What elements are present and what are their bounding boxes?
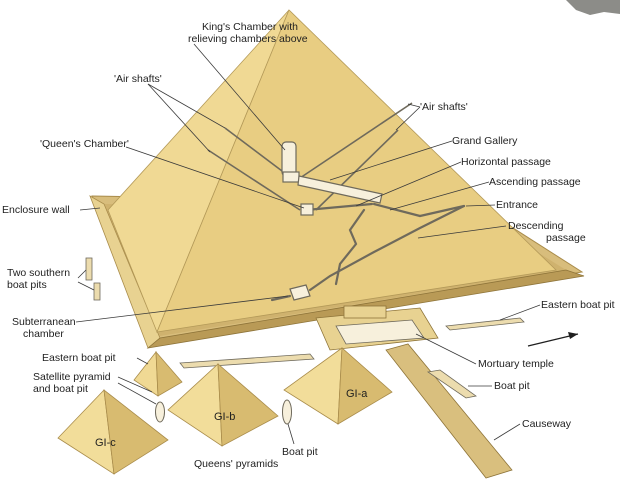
causeway-label: Causeway xyxy=(522,418,572,430)
air-shafts-right-label: 'Air shafts' xyxy=(420,101,468,113)
temple-entrance-block xyxy=(343,305,387,319)
subterranean-chamber-label-line2: chamber xyxy=(23,328,64,340)
horizontal-passage xyxy=(304,202,374,212)
satellite-pyramid xyxy=(133,350,183,397)
southern-boat-pit-2 xyxy=(93,282,101,301)
eastern-boat-pit-right xyxy=(445,317,525,331)
air-shaft-right-lower xyxy=(315,129,399,211)
southern-boat-pits xyxy=(85,257,101,301)
boat-pit-bottom-label: Boat pit xyxy=(282,446,318,458)
air-shafts-left-label: 'Air shafts' xyxy=(114,73,162,85)
kings-chamber xyxy=(282,171,300,183)
causeway-boat-pit xyxy=(426,369,477,399)
eastern-boat-pit-left-label: Eastern boat pit xyxy=(42,352,116,364)
gi-b-label: GI-b xyxy=(214,411,235,423)
satellite-pyramid-label-line2: and boat pit xyxy=(33,383,88,395)
entrance-label: Entrance xyxy=(496,199,538,211)
descending-passage-label-line2: passage xyxy=(546,232,586,244)
direction-arrow xyxy=(527,332,579,347)
satellite-boat-pit xyxy=(155,401,165,423)
ascending-passage-label: Ascending passage xyxy=(489,176,581,188)
enclosure-wall-label: Enclosure wall xyxy=(2,204,70,216)
relieving-chambers xyxy=(281,141,297,177)
kings-chamber-label-line2: relieving chambers above xyxy=(188,33,308,45)
pyramid-interior xyxy=(207,102,466,302)
leader-lines xyxy=(75,43,541,445)
air-shaft-left-lower xyxy=(207,149,301,211)
boat-pit-right-label: Boat pit xyxy=(494,380,530,392)
southern-boat-pit-1 xyxy=(85,257,93,281)
satellite-pyramid-label-line1: Satellite pyramid xyxy=(33,371,111,383)
two-southern-boat-pits-label-line2: boat pits xyxy=(7,279,47,291)
descending-passage-label-line1: Descending xyxy=(508,220,564,232)
air-shaft-right-upper xyxy=(299,102,413,179)
well-shaft xyxy=(334,208,366,286)
subterranean-chamber-label-line1: Subterranean xyxy=(12,316,76,328)
queens-pyramid-gi-b xyxy=(167,363,279,447)
queens-pyramid-gi-a xyxy=(283,347,393,425)
gi-c-label: GI-c xyxy=(95,437,116,449)
ascending-passage xyxy=(372,202,422,218)
gi-a-label: GI-a xyxy=(346,388,368,400)
queens-chamber-label: 'Queen's Chamber' xyxy=(40,138,129,150)
queens-pyramids-label: Queens' pyramids xyxy=(194,458,278,470)
queens-chamber xyxy=(300,203,314,216)
two-southern-boat-pits-label-line1: Two southern xyxy=(7,267,70,279)
subterranean-chamber xyxy=(289,284,311,301)
queens-boat-pit xyxy=(282,399,292,425)
kings-chamber-label-line1: King's Chamber with xyxy=(202,21,298,33)
horizontal-passage-label: Horizontal passage xyxy=(461,156,551,168)
entrance-corridor xyxy=(418,204,466,218)
grand-gallery xyxy=(297,175,383,204)
eastern-boat-pit-right-label: Eastern boat pit xyxy=(541,299,615,311)
subterranean-exit xyxy=(270,294,292,302)
descending-passage xyxy=(308,204,466,292)
corner-rock-graphic xyxy=(566,0,620,15)
causeway xyxy=(385,343,513,479)
grand-gallery-label: Grand Gallery xyxy=(452,135,518,147)
mortuary-temple-label: Mortuary temple xyxy=(478,358,554,370)
queens-pyramid-gi-c xyxy=(57,389,169,475)
air-shaft-left-upper xyxy=(224,127,291,178)
eastern-boat-pit-left xyxy=(179,353,315,369)
